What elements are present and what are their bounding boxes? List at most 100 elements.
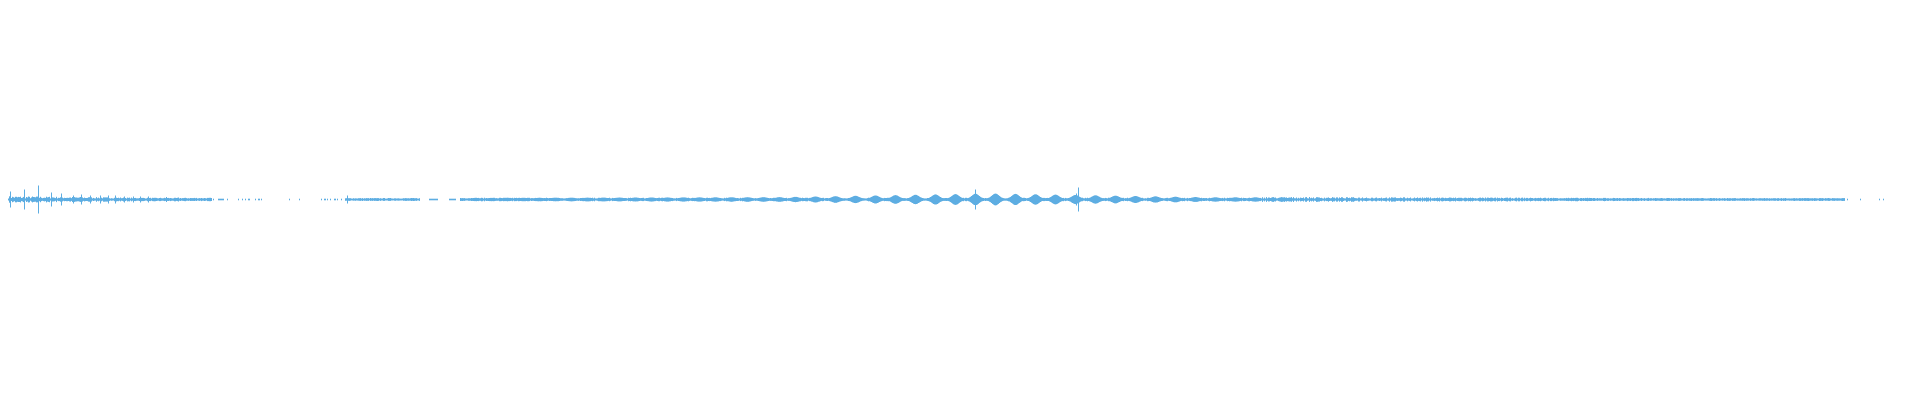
waveform-bar <box>696 197 697 202</box>
waveform-bar <box>729 197 730 202</box>
waveform-bar <box>131 197 132 202</box>
waveform-bar <box>708 198 709 201</box>
waveform-bar <box>1495 197 1496 202</box>
waveform-bar <box>1169 198 1170 201</box>
waveform-bar <box>183 198 184 201</box>
waveform-bar <box>893 195 894 204</box>
waveform-bar <box>1207 198 1208 201</box>
waveform-bar <box>1815 198 1816 201</box>
waveform-bar <box>1039 196 1040 203</box>
waveform-bar <box>1749 198 1750 201</box>
waveform-bar <box>106 197 107 202</box>
waveform-bar <box>577 198 578 201</box>
waveform-bar <box>1778 198 1779 201</box>
waveform-bar <box>617 197 618 202</box>
waveform-bar <box>1089 197 1090 202</box>
waveform-bar <box>1331 198 1332 201</box>
waveform-bar <box>1546 198 1547 201</box>
waveform-bar <box>621 197 622 202</box>
waveform-bar <box>627 198 628 201</box>
waveform-bar <box>816 196 817 203</box>
waveform-bar <box>912 195 913 203</box>
waveform-bar <box>835 196 836 203</box>
waveform-bar <box>248 198 249 201</box>
waveform-bar <box>666 197 667 202</box>
waveform-bar <box>1191 197 1192 202</box>
waveform-bar <box>1129 197 1130 202</box>
waveform-bar <box>179 198 180 201</box>
waveform-bar <box>1600 198 1601 201</box>
waveform-bar <box>1604 197 1605 202</box>
waveform-bar <box>1028 197 1029 201</box>
waveform-bar <box>1197 197 1198 202</box>
waveform-bar <box>365 198 366 201</box>
waveform-bar <box>801 198 802 201</box>
waveform-bar <box>573 197 574 202</box>
waveform-bar <box>1042 197 1043 201</box>
waveform-bar <box>513 198 514 201</box>
waveform-bar <box>773 197 774 202</box>
waveform-bar <box>854 195 855 203</box>
waveform-bar <box>624 198 625 201</box>
waveform-bar <box>478 197 479 202</box>
waveform-bar <box>177 197 178 202</box>
waveform-bar <box>1776 198 1777 201</box>
waveform-bar <box>1023 197 1024 202</box>
waveform-bar <box>831 197 832 202</box>
waveform-bar <box>817 196 818 203</box>
waveform-bar <box>571 197 572 202</box>
waveform-bar <box>1648 197 1649 201</box>
waveform-bar <box>1175 196 1176 203</box>
waveform-bar <box>1135 196 1136 203</box>
waveform-bar <box>618 197 619 202</box>
waveform-bar <box>1523 198 1524 201</box>
waveform-bar <box>521 197 522 202</box>
waveform-bar <box>1411 198 1412 201</box>
waveform-bar <box>374 198 375 201</box>
waveform-bar <box>1346 197 1347 202</box>
waveform-bar <box>1011 196 1012 203</box>
waveform-bar <box>1020 196 1021 203</box>
waveform-bar <box>1646 198 1647 201</box>
waveform-bar <box>529 197 530 202</box>
waveform-bar <box>242 198 243 201</box>
waveform-bar <box>1004 198 1005 201</box>
waveform-bar <box>1719 198 1720 201</box>
waveform-bar <box>667 197 668 202</box>
waveform-bar <box>1308 198 1309 201</box>
waveform-bar <box>852 196 853 203</box>
waveform-bar <box>1082 197 1083 202</box>
waveform-bar <box>930 197 931 202</box>
waveform-bar <box>1576 197 1577 202</box>
waveform-bar <box>1351 197 1352 202</box>
waveform-bar <box>710 198 711 201</box>
waveform-bar <box>1740 198 1741 201</box>
waveform-bar <box>987 198 988 201</box>
waveform-bar <box>1349 197 1350 202</box>
waveform-bar <box>725 198 726 201</box>
waveform-bar <box>1055 194 1056 205</box>
waveform-bar <box>149 198 150 201</box>
waveform-bar <box>1121 197 1122 202</box>
waveform-bar <box>803 198 804 202</box>
waveform-bar <box>890 197 891 202</box>
waveform-bar <box>911 196 912 203</box>
waveform-bar <box>530 198 531 201</box>
waveform-bar <box>128 197 129 202</box>
waveform-bar <box>991 195 992 203</box>
waveform-bar <box>689 198 690 201</box>
waveform-bar <box>211 198 212 201</box>
waveform-bar <box>1265 198 1266 201</box>
waveform-bar <box>983 198 984 201</box>
waveform-bar <box>71 198 72 201</box>
waveform-bar <box>936 194 937 205</box>
waveform-bar <box>72 197 73 202</box>
waveform-bar <box>948 197 949 202</box>
waveform-bar <box>193 198 194 201</box>
waveform-bar <box>688 197 689 202</box>
waveform-bar <box>1307 198 1308 201</box>
waveform-bar <box>946 198 947 201</box>
waveform-bar <box>805 197 806 202</box>
waveform-bar <box>188 198 189 201</box>
